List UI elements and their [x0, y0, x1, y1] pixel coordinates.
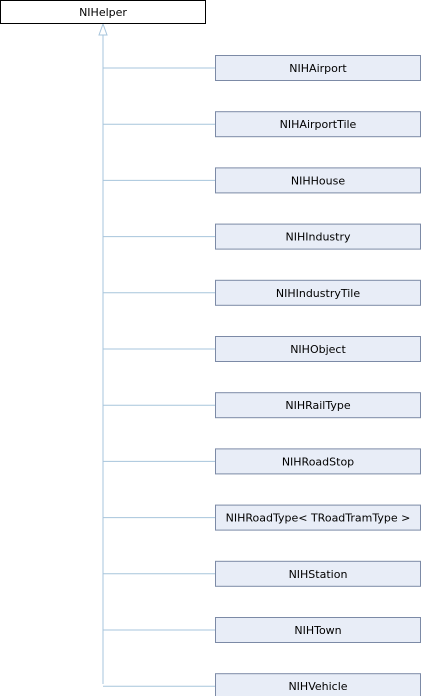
subclass-label: NIHRoadStop	[282, 455, 354, 468]
subclass-box	[215, 279, 421, 306]
subclass-label: NIHStation	[289, 568, 348, 581]
subclass-box	[215, 392, 421, 419]
subclass-box	[215, 336, 421, 362]
subclass-label: NIHHouse	[291, 174, 345, 187]
subclass-label: NIHRoadType< TRoadTramType >	[226, 512, 411, 525]
subclass-node[interactable]: NIHIndustry	[215, 223, 421, 250]
subclass-node[interactable]: NIHRailType	[215, 392, 421, 419]
subclass-list: NIHAirportNIHAirportTileNIHHouseNIHIndus…	[103, 55, 421, 696]
base-class-node[interactable]: NIHelper	[0, 0, 206, 24]
subclass-node[interactable]: NIHStation	[215, 560, 421, 587]
inheritance-arrowhead	[98, 22, 108, 36]
subclass-box	[215, 617, 421, 643]
subclass-box	[215, 673, 421, 696]
subclass-box	[215, 560, 421, 587]
subclass-box	[215, 223, 421, 250]
subclass-node[interactable]: NIHTown	[215, 617, 421, 643]
base-class-label: NIHelper	[79, 6, 127, 19]
subclass-node[interactable]: NIHIndustryTile	[215, 279, 421, 306]
subclass-box	[215, 504, 421, 531]
subclass-label: NIHObject	[290, 343, 346, 356]
subclass-label: NIHRailType	[285, 399, 350, 412]
subclass-node[interactable]: NIHAirportTile	[215, 111, 421, 138]
subclass-node[interactable]: NIHAirport	[215, 55, 421, 81]
subclass-label: NIHIndustryTile	[276, 287, 360, 300]
subclass-box	[215, 55, 421, 81]
subclass-node[interactable]: NIHObject	[215, 336, 421, 362]
subclass-label: NIHIndustry	[286, 231, 351, 244]
subclass-node[interactable]: NIHVehicle	[215, 673, 421, 696]
subclass-box	[215, 167, 421, 194]
subclass-label: NIHTown	[294, 624, 341, 637]
subclass-box	[215, 111, 421, 138]
base-class-box	[0, 0, 206, 24]
subclass-node[interactable]: NIHRoadStop	[215, 448, 421, 475]
subclass-box	[215, 448, 421, 475]
subclass-label: NIHAirportTile	[280, 118, 357, 131]
subclass-label: NIHAirport	[289, 62, 347, 75]
subclass-label: NIHVehicle	[288, 680, 347, 693]
subclass-node[interactable]: NIHRoadType< TRoadTramType >	[215, 504, 421, 531]
subclass-node[interactable]: NIHHouse	[215, 167, 421, 194]
